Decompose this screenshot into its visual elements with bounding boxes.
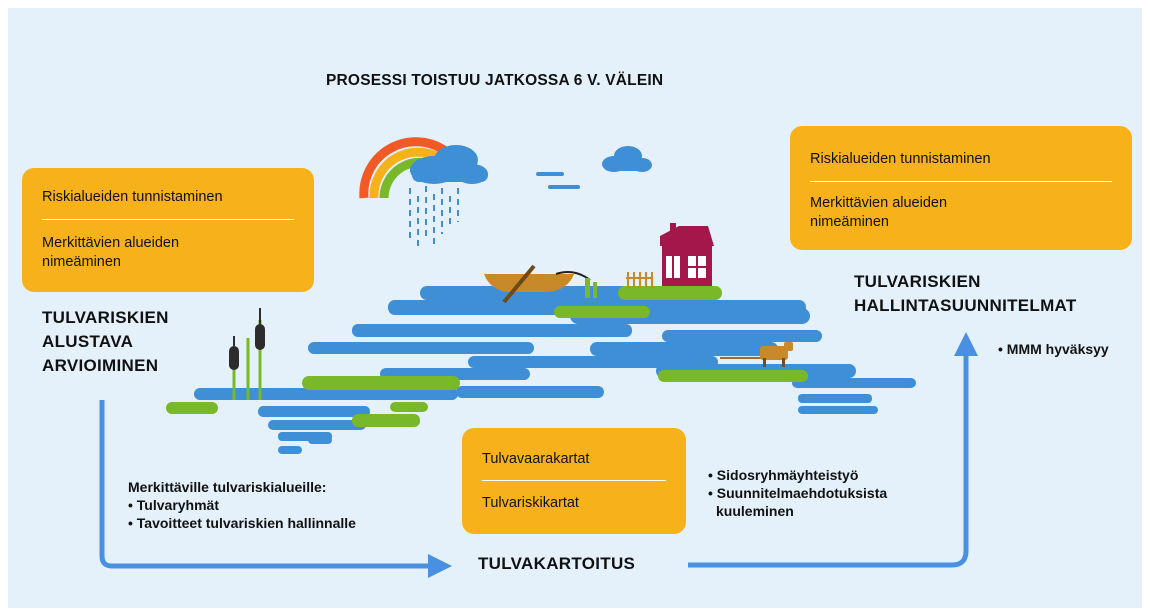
- boat-icon: [484, 264, 597, 304]
- cattail-icon: [229, 308, 265, 400]
- box-item: Merkittävien alueiden nimeäminen: [42, 235, 180, 270]
- stage-heading-management-plans: TULVARISKIEN HALLINTASUUNNITELMAT: [854, 272, 1077, 315]
- box-divider: [482, 480, 666, 481]
- box-item: Riskialueiden tunnistaminen: [42, 189, 223, 205]
- diagram-panel: PROSESSI TOISTUU JATKOSSA 6 V. VÄLEIN Ri…: [8, 8, 1142, 608]
- bottom-info-box: Tulvavaarakartat Tulvariskikartat: [462, 428, 686, 534]
- land-strips: [166, 286, 808, 427]
- wind-lines: [536, 172, 580, 189]
- stage-heading-preliminary-assessment: TULVARISKIEN ALUSTAVA ARVIOIMINEN: [42, 308, 169, 375]
- box-divider: [42, 219, 294, 220]
- left-notes: Merkittäville tulvariskialueille: • Tulv…: [128, 479, 356, 531]
- fence: [626, 272, 653, 288]
- arrow-head-right: [428, 554, 452, 578]
- cloud-icon: [602, 146, 652, 172]
- right-info-box: Riskialueiden tunnistaminen Merkittävien…: [790, 126, 1132, 250]
- left-info-box: Riskialueiden tunnistaminen Merkittävien…: [22, 168, 314, 292]
- process-arrow: [99, 354, 969, 569]
- arrow-head-up: [954, 332, 978, 356]
- box-item: Riskialueiden tunnistaminen: [810, 151, 991, 167]
- house-icon: [660, 223, 714, 286]
- right-notes: • Sidosryhmäyhteistyö • Suunnitelmaehdot…: [708, 467, 888, 519]
- rain-cloud-icon: [409, 145, 488, 246]
- box-item: Merkittävien alueiden nimeäminen: [810, 195, 948, 230]
- box-item: Tulvariskikartat: [482, 495, 579, 511]
- process-title: PROSESSI TOISTUU JATKOSSA 6 V. VÄLEIN: [326, 72, 664, 89]
- approval-note: • MMM hyväksyy: [998, 341, 1109, 357]
- flood-landscape-illustration: [99, 137, 978, 578]
- box-item: Tulvavaarakartat: [482, 451, 590, 467]
- box-divider: [810, 181, 1112, 182]
- cow-icon: [720, 342, 793, 367]
- stage-heading-flood-mapping: TULVAKARTOITUS: [478, 554, 636, 573]
